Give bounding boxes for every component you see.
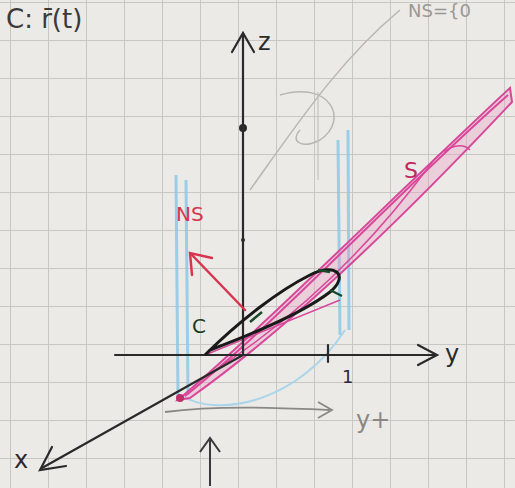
point	[241, 238, 245, 242]
normal-vector	[190, 253, 245, 310]
plane-stroke	[205, 300, 340, 355]
plane	[178, 88, 512, 400]
curve-title: C: r̄(t)	[6, 6, 82, 32]
view-arrow	[200, 438, 220, 486]
tick-label: 1	[342, 368, 353, 386]
faint-stroke	[280, 92, 334, 144]
faint-stroke	[317, 92, 318, 180]
plane-stroke	[200, 146, 470, 380]
faint-note: NS={0	[408, 2, 471, 20]
axis-label: x	[14, 448, 28, 472]
axes	[40, 33, 437, 470]
surface-label: S	[404, 160, 418, 182]
curve-c	[205, 270, 339, 355]
plane-stroke	[185, 95, 508, 396]
axis-label: y	[445, 342, 459, 366]
axis-label: z	[258, 30, 271, 54]
origin-dot	[176, 394, 184, 402]
direction-arrow	[165, 402, 332, 418]
curve-label: C	[192, 316, 206, 336]
direction-label: y+	[356, 408, 390, 432]
normal-label: NS	[176, 204, 204, 224]
curve-ticks	[250, 270, 342, 322]
point	[239, 124, 247, 132]
faint-stroke	[250, 10, 400, 190]
